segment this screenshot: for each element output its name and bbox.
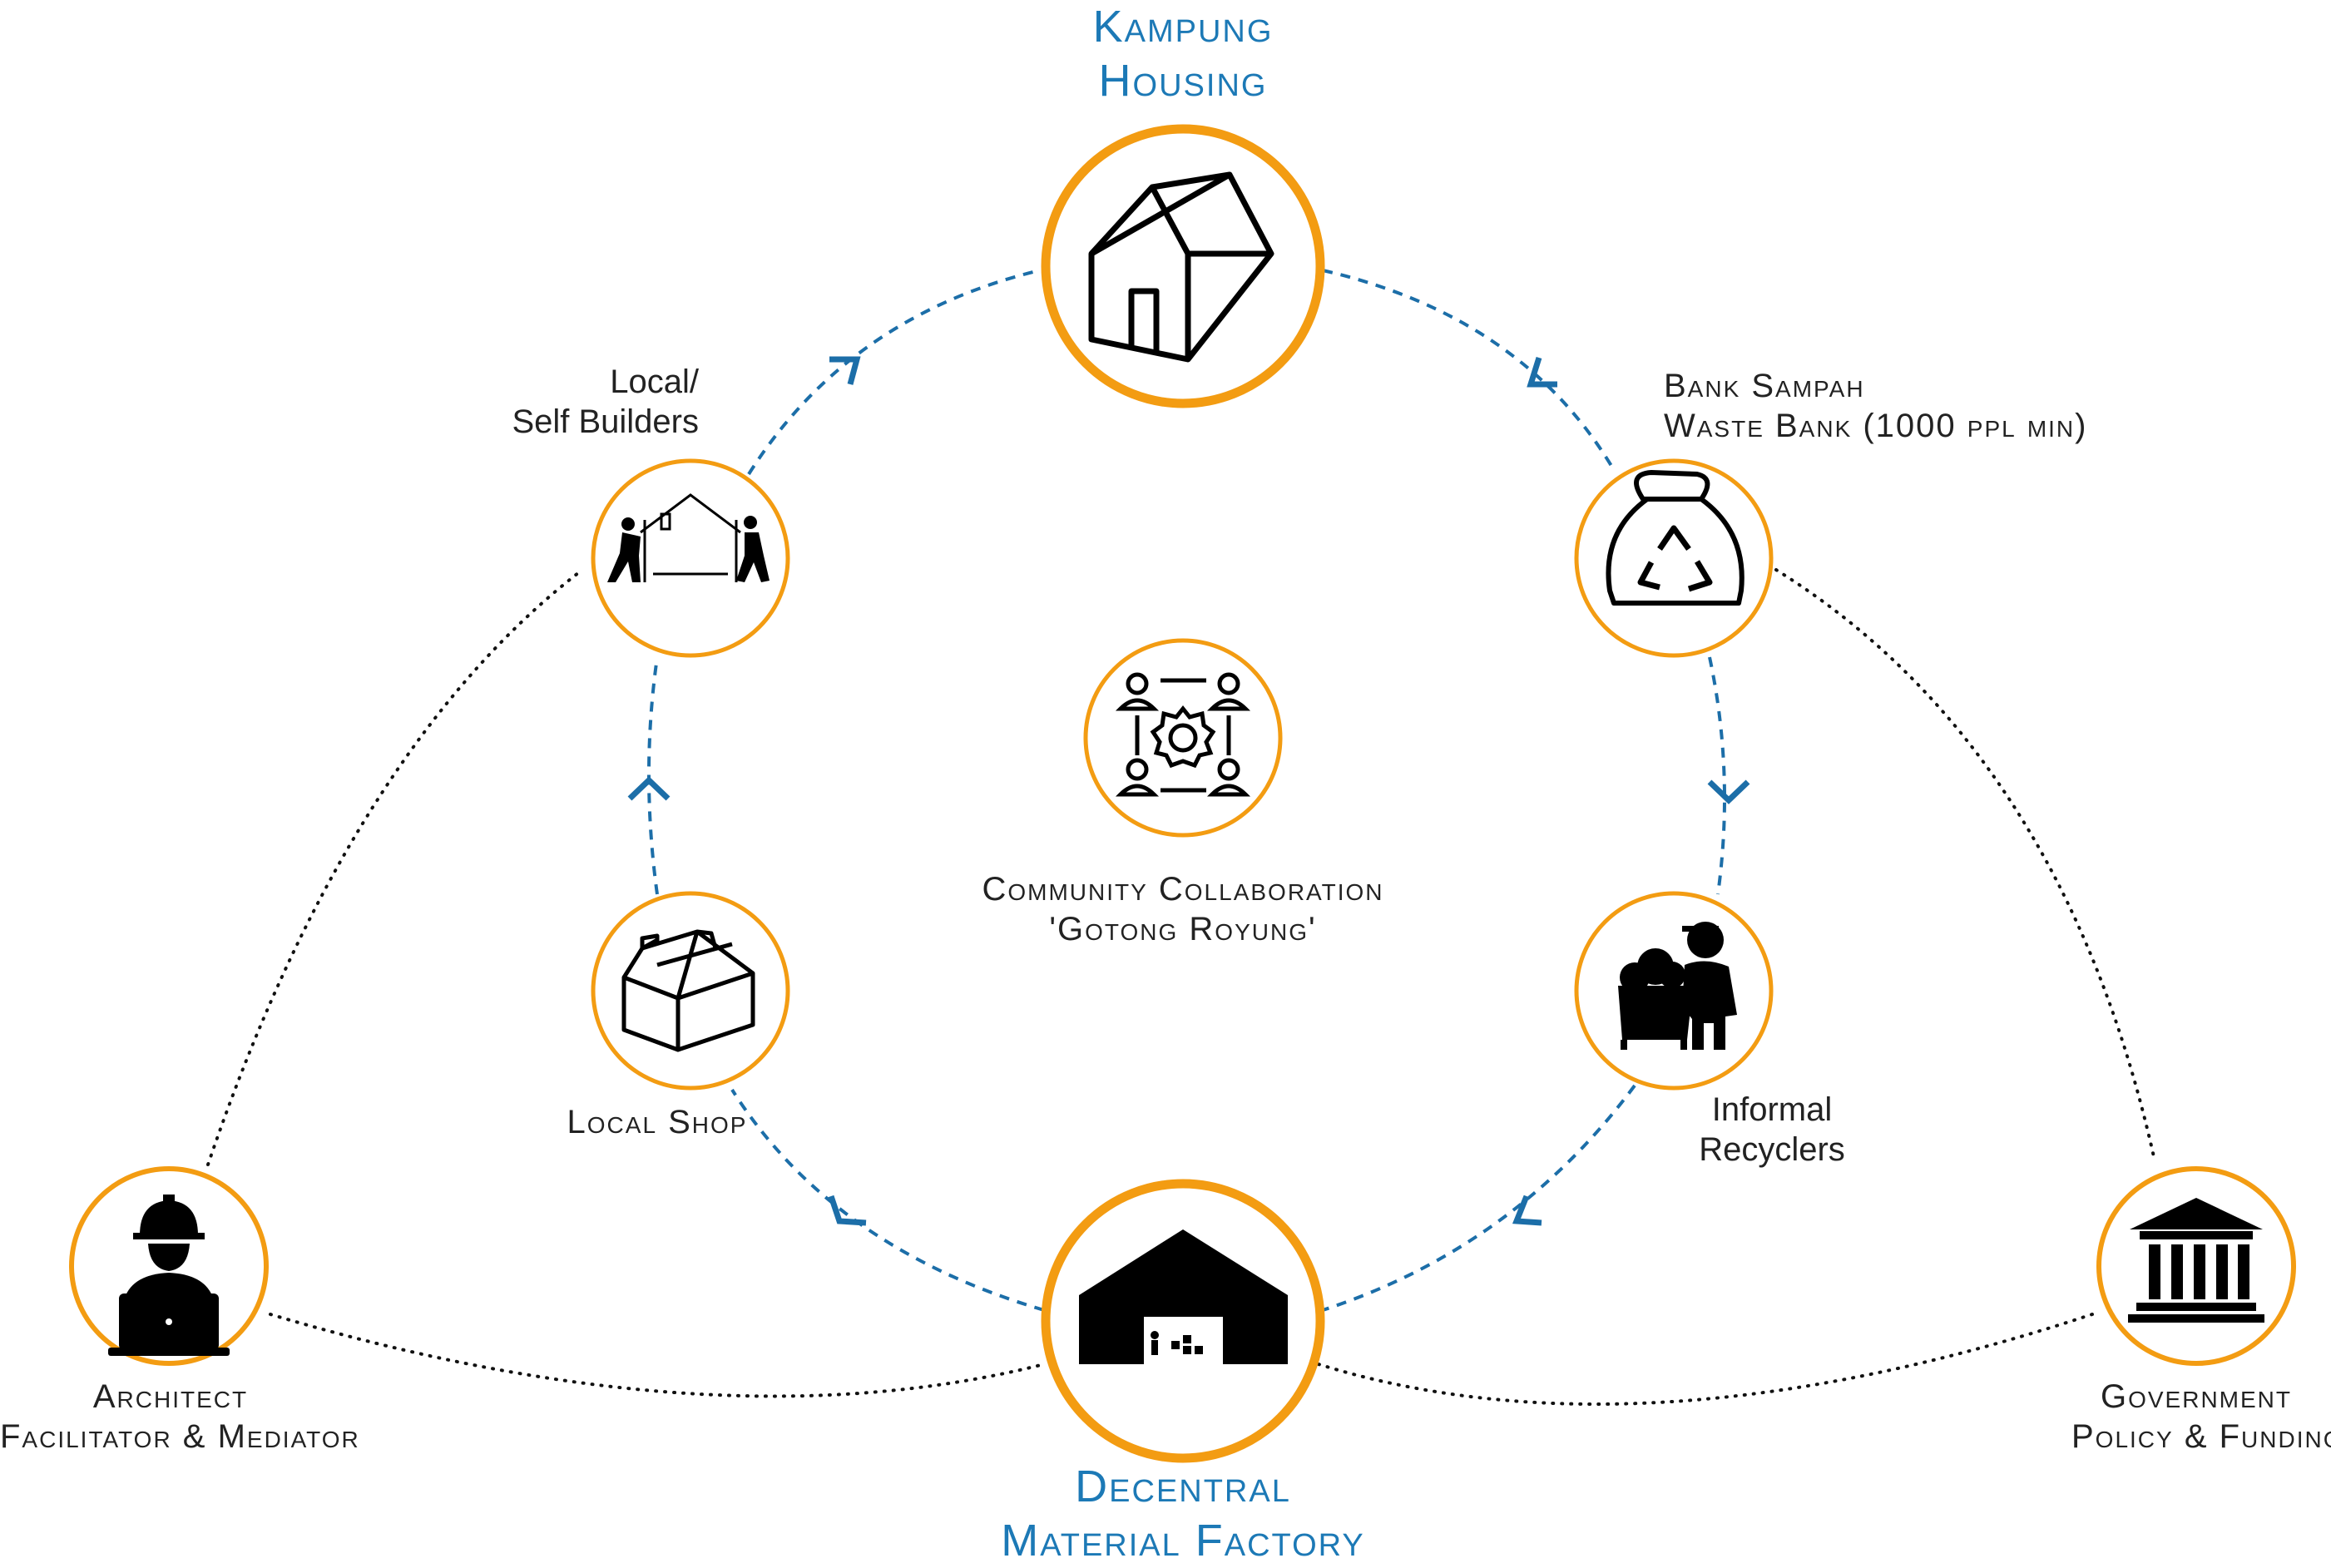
label-informal-recyclers-line2: Recyclers <box>1699 1131 1845 1168</box>
flow-shop-builders <box>647 656 659 895</box>
house-outline-icon <box>1088 171 1274 363</box>
dotted-links <box>206 568 2156 1406</box>
link-government-factory <box>1317 1313 2094 1406</box>
label-self-builders-line1: Local/ <box>610 364 699 400</box>
arrow-to-wastebank <box>1527 356 1557 388</box>
flow-builders-housing <box>747 269 1041 476</box>
label-waste-bank-line2: Waste Bank (1000 ppl min) <box>1664 408 2088 444</box>
waste-collector-icon <box>1618 922 1737 1050</box>
label-informal-recyclers: Informal Recyclers <box>1689 1090 1855 1170</box>
label-waste-bank-line1: Bank Sampah <box>1664 368 1865 404</box>
label-informal-recyclers-line1: Informal <box>1711 1091 1833 1128</box>
label-kampung-housing: Kampung Housing <box>1017 0 1349 108</box>
warehouse-icon <box>1079 1229 1288 1364</box>
label-architect-line1: Architect <box>92 1378 249 1415</box>
arrow-to-recyclers <box>1707 779 1750 804</box>
label-local-shop-line1: Local Shop <box>567 1104 748 1140</box>
arrow-to-factory <box>1512 1195 1542 1226</box>
label-community-line1: Community Collaboration <box>982 871 1384 908</box>
flow-recyclers-factory <box>1322 1084 1636 1312</box>
label-community-line2: 'Gotong Royung' <box>1049 911 1317 947</box>
recycle-bag-icon <box>1606 470 1745 606</box>
ring-kampung-housing <box>1041 124 1325 408</box>
label-waste-bank: Bank Sampah Waste Bank (1000 ppl min) <box>1664 366 2087 446</box>
architect-laptop-icon <box>108 1195 230 1356</box>
flow-wastebank-recyclers <box>1708 656 1726 895</box>
ring-community <box>1083 638 1283 838</box>
label-self-builders-line2: Self Builders <box>512 403 699 440</box>
government-building-icon <box>2128 1198 2264 1323</box>
label-material-factory-line1: Decentral <box>1075 1462 1291 1511</box>
ring-waste-bank <box>1574 458 1774 658</box>
flow-factory-shop <box>730 1088 1045 1312</box>
label-government: Government Policy & Funding <box>2071 1377 2331 1457</box>
team-gear-icon <box>1115 672 1251 797</box>
label-material-factory: Decentral Material Factory <box>933 1460 1433 1568</box>
label-kampung-housing-line1: Kampung <box>1092 2 1274 52</box>
builders-icon <box>607 493 770 582</box>
arrow-to-shop <box>828 1195 867 1226</box>
link-architect-builders <box>206 568 584 1166</box>
flow-housing-wastebank <box>1322 269 1616 472</box>
label-community: Community Collaboration 'Gotong Royung' <box>975 869 1391 949</box>
label-architect-line2: Facilitator & Mediator <box>0 1418 360 1455</box>
label-government-line1: Government <box>2100 1378 2292 1415</box>
label-kampung-housing-line2: Housing <box>1098 55 1268 106</box>
link-wastebank-government <box>1774 568 2156 1162</box>
link-architect-factory <box>269 1313 1046 1398</box>
label-self-builders: Local/ Self Builders <box>474 362 699 442</box>
label-local-shop: Local Shop <box>557 1102 757 1142</box>
arrow-to-builders <box>627 776 671 801</box>
flow-arrowheads <box>627 356 1750 1226</box>
label-government-line2: Policy & Funding <box>2071 1418 2331 1455</box>
label-architect: Architect Facilitator & Mediator <box>0 1377 360 1457</box>
arrow-to-housing <box>829 356 861 385</box>
label-material-factory-line2: Material Factory <box>1001 1515 1365 1566</box>
toolbox-icon <box>621 929 755 1052</box>
ring-self-builders <box>591 458 790 658</box>
